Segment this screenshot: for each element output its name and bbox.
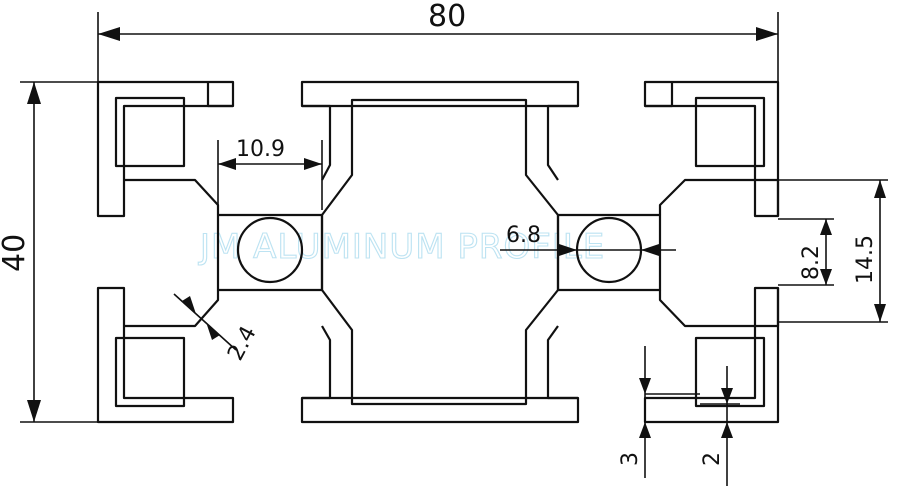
dim-wall-arrow-b <box>206 322 220 340</box>
right-side-slot-lips <box>755 178 780 328</box>
bottom-slot-walls <box>302 325 578 400</box>
watermark-text: JM ALUMINUM PROFILE <box>198 227 605 267</box>
left-lower-rib <box>124 290 220 328</box>
dim-slot-label: 10.9 <box>236 137 285 162</box>
dim-bore-label: 6.8 <box>506 223 541 248</box>
dim-inner-arrow-top <box>874 180 886 198</box>
dim-width-arrow-left <box>98 27 120 41</box>
dim-lip-arrow-top <box>721 388 733 404</box>
left-center-bore <box>236 216 304 284</box>
dim-flange-arrow-bottom <box>639 422 651 438</box>
dim-lip-arrow-bottom <box>721 422 733 438</box>
dim-lip-label: 2 <box>700 452 725 466</box>
dim-wall-line <box>173 293 237 351</box>
left-upper-rib <box>124 82 233 215</box>
dim-wall-label: 2.4 <box>223 322 262 365</box>
cavity-bottom-left <box>114 336 186 408</box>
dim-width-arrow-right <box>756 27 778 41</box>
dim-slot-arrow-left <box>218 158 236 170</box>
cavity-top-left <box>114 96 186 168</box>
dim-opening-arrow-bottom <box>820 269 832 285</box>
dim-slot-arrow-right <box>304 158 322 170</box>
dim-opening-label: 8.2 <box>799 245 824 280</box>
dim-bore-arrow-right <box>641 244 659 256</box>
dim-opening-arrow-top <box>820 219 832 235</box>
dim-height-label: 40 <box>0 234 32 272</box>
center-cavity <box>320 98 560 406</box>
top-slot-walls <box>302 104 578 181</box>
dim-height-arrow-bottom <box>27 400 41 422</box>
dim-inner-arrow-bottom <box>874 304 886 322</box>
dim-flange-arrow-top <box>639 378 651 394</box>
right-upper-rib <box>645 82 755 215</box>
dim-wall-arrow-a <box>182 296 196 314</box>
cavity-bottom-right <box>694 336 766 408</box>
cavity-top-right <box>694 96 766 168</box>
dim-width-label: 80 <box>428 0 466 34</box>
dim-bore-arrow-left <box>559 244 577 256</box>
dim-inner-label: 14.5 <box>853 235 878 284</box>
dim-height-arrow-top <box>27 82 41 104</box>
right-lower-rib <box>658 290 755 328</box>
dim-flange-label: 3 <box>618 452 643 466</box>
